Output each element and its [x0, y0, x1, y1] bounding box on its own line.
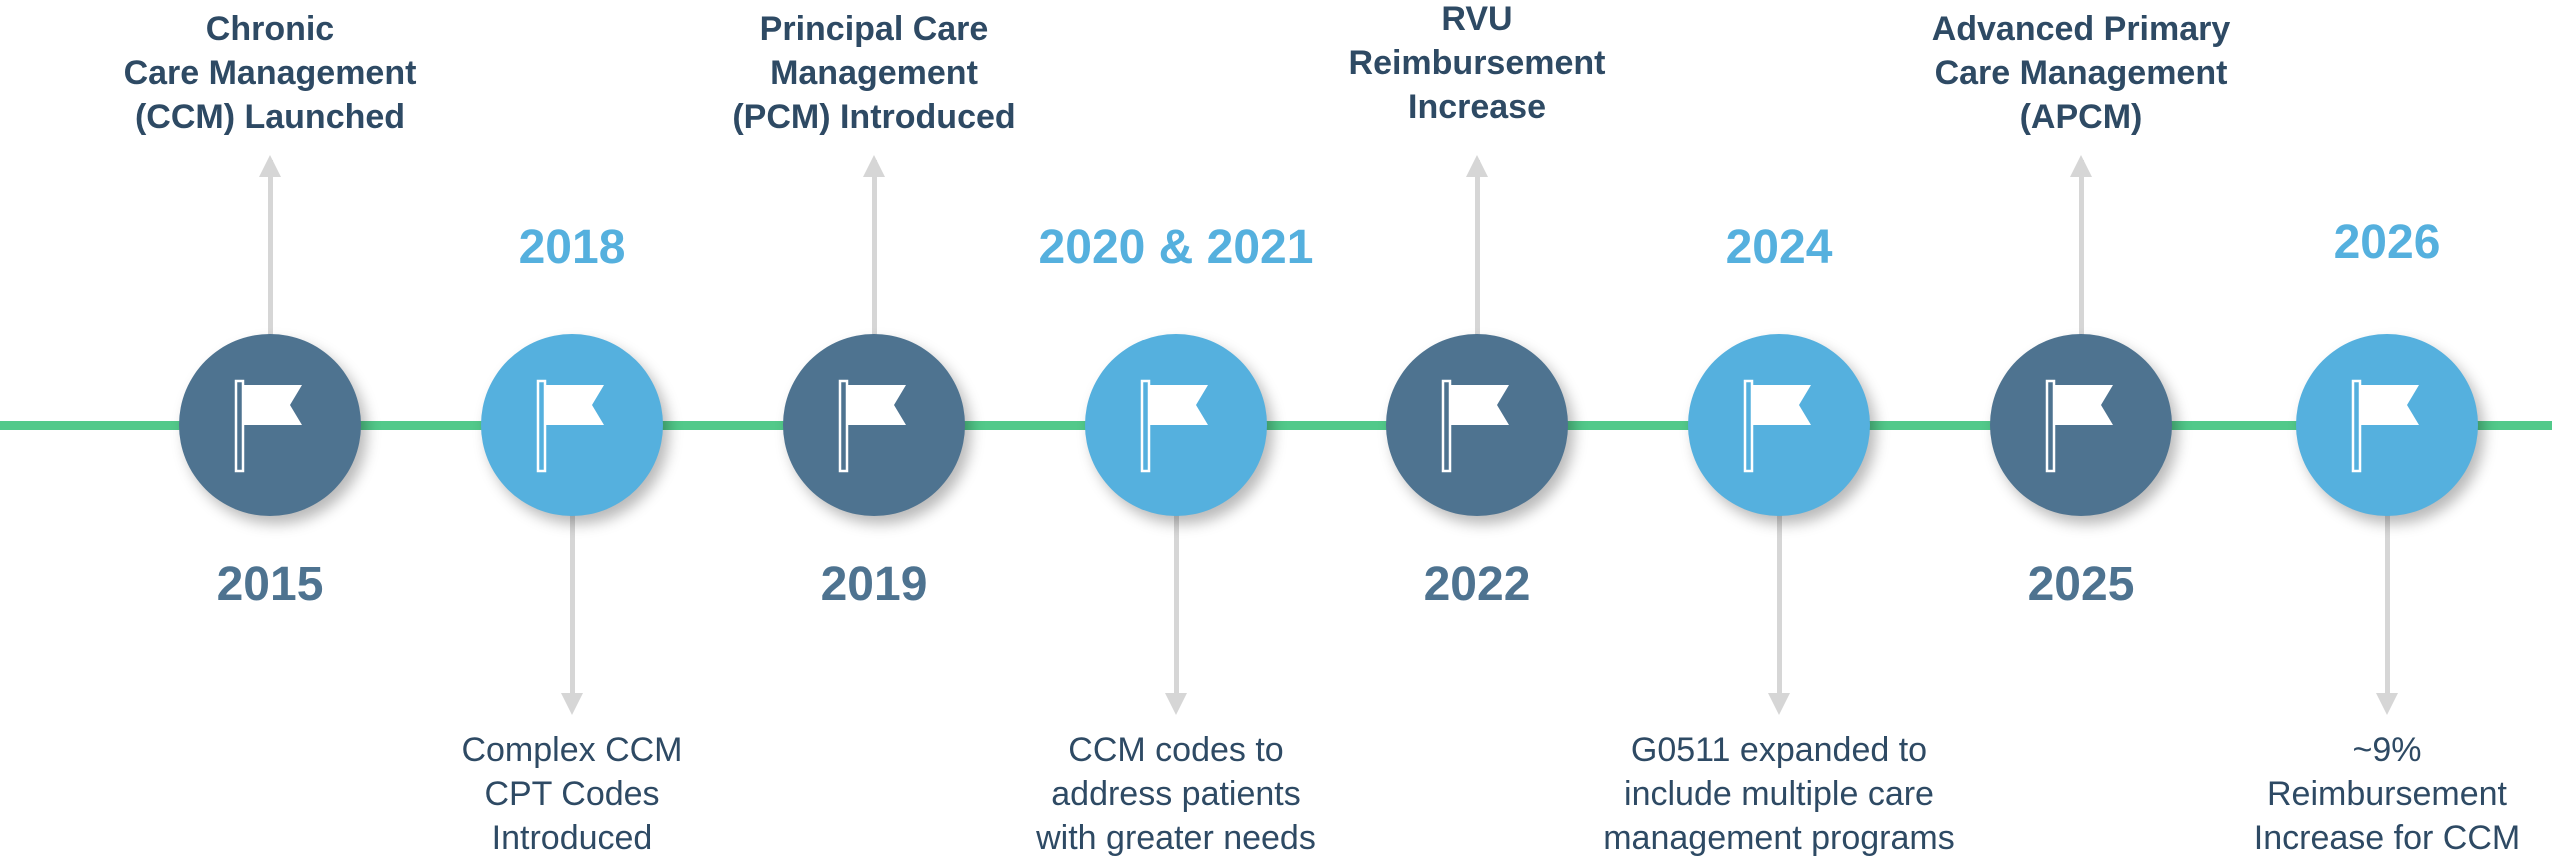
milestone-node [783, 334, 965, 516]
flag-banner [2054, 385, 2113, 425]
arrow-up-icon [2070, 155, 2092, 177]
timeline-line [0, 421, 2552, 430]
milestone-year: 2026 [2333, 216, 2441, 269]
milestone-node [1688, 334, 1870, 516]
milestone-title: Advanced Primary Care Management (APCM) [1931, 10, 2231, 136]
flag-banner [545, 385, 604, 425]
arrow-stem [2078, 160, 2084, 335]
milestone-year: 2025 [2027, 558, 2135, 611]
arrow-stem [871, 160, 877, 335]
arrow-stem [569, 515, 575, 695]
arrow-up-icon [1466, 155, 1488, 177]
flag-icon [234, 379, 302, 473]
milestone-node [1085, 334, 1267, 516]
flag-pole [536, 379, 547, 473]
flag-pole [2351, 379, 2362, 473]
flag-pole [1441, 379, 1452, 473]
flag-pole [838, 379, 849, 473]
flag-banner [847, 385, 906, 425]
arrow-down-icon [2376, 693, 2398, 715]
milestone-year: 2019 [820, 558, 928, 611]
flag-banner [1149, 385, 1208, 425]
milestone-title: RVU Reimbursement Increase [1348, 0, 1606, 126]
milestone-description: Complex CCM CPT Codes Introduced [461, 731, 683, 857]
arrow-down-icon [1768, 693, 1790, 715]
flag-banner [1450, 385, 1509, 425]
flag-pole [234, 379, 245, 473]
flag-banner [2360, 385, 2419, 425]
flag-banner [243, 385, 302, 425]
flag-icon [838, 379, 906, 473]
flag-icon [2045, 379, 2113, 473]
flag-icon [1441, 379, 1509, 473]
milestone-node [481, 334, 663, 516]
flag-icon [1743, 379, 1811, 473]
flag-pole [2045, 379, 2056, 473]
milestone-node [1386, 334, 1568, 516]
arrow-stem [267, 160, 273, 335]
milestone-year: 2020 & 2021 [1038, 221, 1314, 274]
milestone-title: Principal Care Management (PCM) Introduc… [732, 10, 1016, 136]
arrow-stem [1173, 515, 1179, 695]
milestone-year: 2018 [518, 221, 626, 274]
milestone-year: 2015 [216, 558, 324, 611]
flag-pole [1743, 379, 1754, 473]
milestone-description: ~9% Reimbursement Increase for CCM [2253, 731, 2521, 857]
arrow-down-icon [561, 693, 583, 715]
flag-pole [1140, 379, 1151, 473]
milestone-year: 2022 [1423, 558, 1531, 611]
milestone-description: G0511 expanded to include multiple care … [1603, 731, 1955, 857]
milestone-node [1990, 334, 2172, 516]
arrow-down-icon [1165, 693, 1187, 715]
milestone-node [179, 334, 361, 516]
flag-icon [536, 379, 604, 473]
milestone-node [2296, 334, 2478, 516]
milestone-description: CCM codes to address patients with great… [1036, 731, 1316, 857]
milestone-year: 2024 [1725, 221, 1833, 274]
arrow-up-icon [863, 155, 885, 177]
flag-icon [2351, 379, 2419, 473]
arrow-stem [2384, 515, 2390, 695]
flag-banner [1752, 385, 1811, 425]
flag-icon [1140, 379, 1208, 473]
arrow-up-icon [259, 155, 281, 177]
arrow-stem [1474, 160, 1480, 335]
arrow-stem [1776, 515, 1782, 695]
milestone-title: Chronic Care Management (CCM) Launched [123, 10, 417, 136]
